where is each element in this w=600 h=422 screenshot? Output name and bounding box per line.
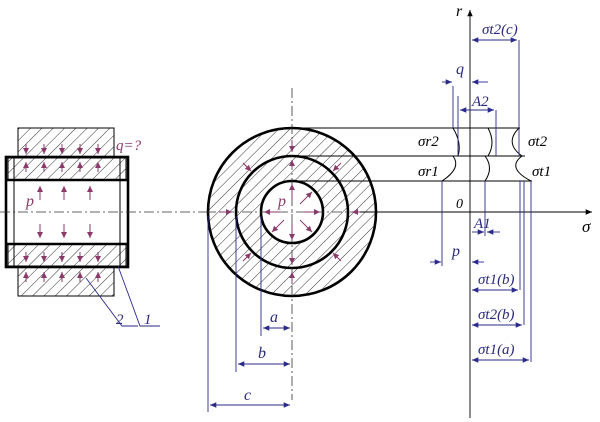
part-label-2: 2 [116,312,124,328]
leader-part-2 [85,277,138,327]
label-sigma-t2: σt2 [528,134,548,150]
curve-mid-lower [484,155,490,182]
axis-label-r: r [456,3,463,20]
dim-label-c: c [244,387,251,404]
label-p-right: p [451,243,460,260]
curve-sigma-r2 [452,127,460,157]
internal-pressure-arrows [37,186,93,238]
cross-section-view: p a b c [206,88,430,412]
leader-part-1 [117,265,160,327]
curve-sigma-t1 [515,155,532,182]
dim-label-b: b [258,345,266,362]
origin-label: 0 [456,197,463,212]
label-q: q [456,61,464,78]
outer-cylinder-bottom [17,265,115,297]
label-sigma-t2b: σt2(b) [478,307,515,323]
curve-mid-upper [487,127,493,157]
label-sigma-r1: σr1 [418,164,439,180]
q-label: q=? [116,138,142,154]
label-A1: A1 [473,216,491,232]
label-sigma-r2: σr2 [418,134,439,150]
p-label-left: p [25,193,34,210]
curve-sigma-t2 [511,127,523,157]
p-label-center: p [277,193,286,210]
radius-dimensions: a b c [207,216,290,412]
label-sigma-t1b: σt1(b) [478,272,515,288]
dim-label-a: a [270,309,278,326]
outer-cylinder-top [17,127,115,159]
label-sigma-t1: σt1 [532,164,551,180]
axis-label-sigma: σ [582,217,591,236]
contact-pressure-arrows [23,144,101,282]
label-sigma-t1a: σt1(a) [478,342,515,358]
curve-sigma-r1 [441,155,457,182]
label-sigma-t2c: σt2(c) [482,22,518,38]
stress-diagram: r σ 0 σt2(c) [292,3,592,418]
label-A2: A2 [471,94,489,110]
left-section-view: q=? p 2 1 [0,127,206,328]
part-label-1: 1 [144,312,152,328]
